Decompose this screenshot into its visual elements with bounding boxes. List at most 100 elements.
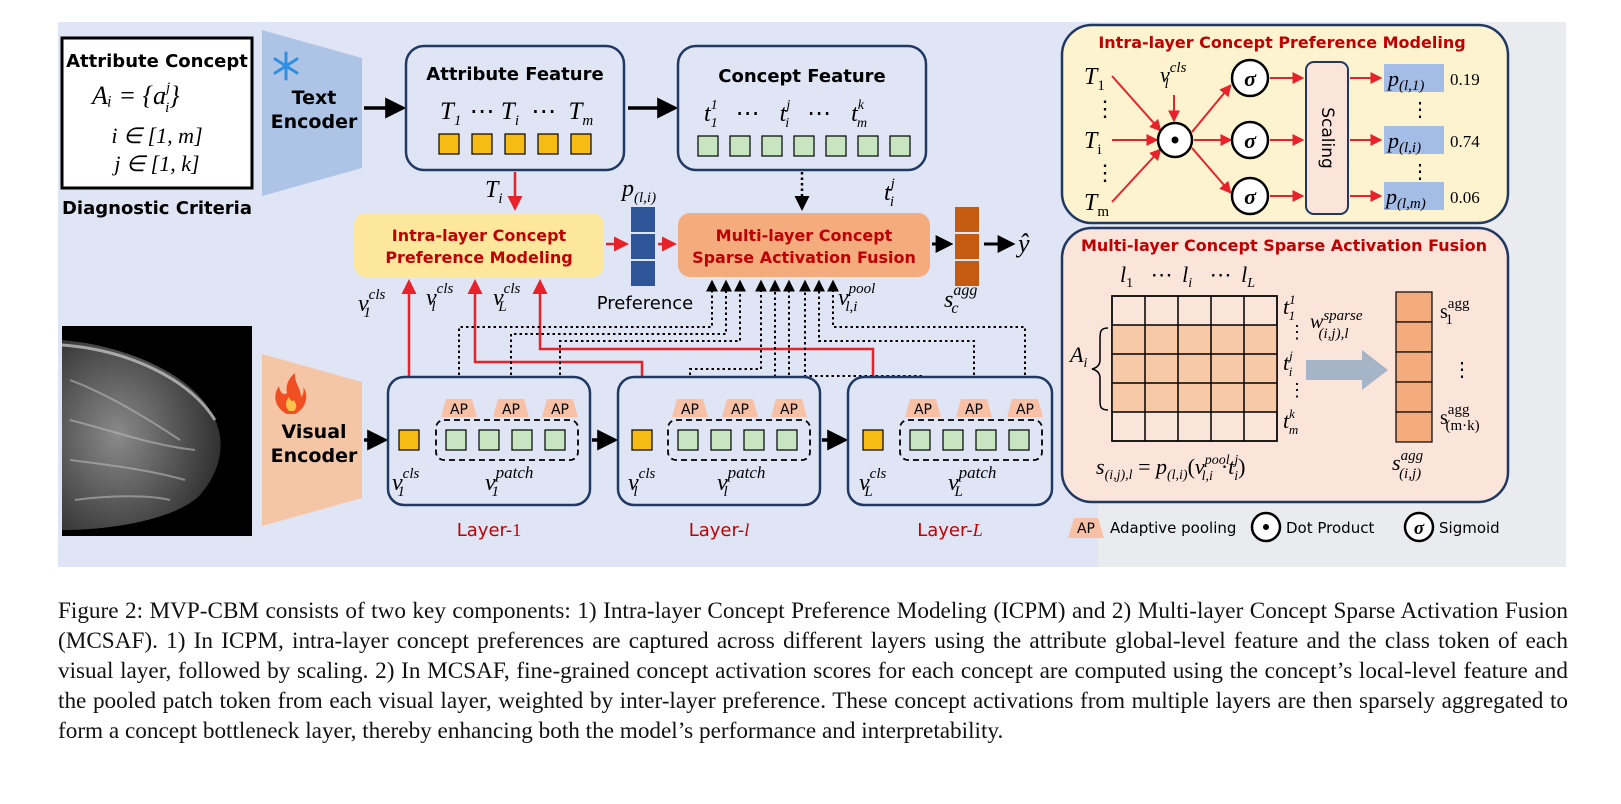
concept-tk-sup: k	[858, 98, 865, 113]
mammogram-image	[61, 326, 252, 536]
icpm-line2: Preference Modeling	[385, 248, 572, 267]
legend-sigmoid-icon: σ	[1403, 511, 1435, 543]
sparse-arrow	[1306, 350, 1388, 390]
legend-ap-icon: AP	[1077, 521, 1095, 537]
attr-token-squares	[438, 133, 592, 155]
attr-T1: T	[440, 98, 456, 125]
concept-dots-2: ⋯	[807, 101, 831, 127]
ap-label: AP	[1016, 402, 1034, 418]
icpm-vdots-right-2: ⋮	[1410, 161, 1430, 183]
svg-text:t11 ⋯ tji ⋯: t11 ⋯ tji ⋯ tkm	[704, 98, 867, 133]
formula-rhs: }	[169, 81, 180, 110]
legend-ap-label: Adaptive pooling	[1110, 519, 1236, 537]
icpm-vdots-right-1: ⋮	[1410, 99, 1430, 121]
concept-tj-sup: j	[784, 98, 790, 113]
legend: AP Adaptive pooling Dot Product σ Sigmoi…	[1068, 511, 1500, 543]
attr-Tm: T	[568, 98, 584, 125]
concept-tj: t	[780, 101, 788, 127]
mcsaf-sij-agg: sagg(i,j)	[1392, 448, 1424, 482]
ap-label: AP	[681, 402, 699, 418]
layer-l-label: Layer-l	[689, 520, 750, 541]
mcsaf-Ai: Ai	[1068, 342, 1087, 371]
label-Ti: Ti	[485, 177, 503, 207]
text-encoder-line1: Text	[292, 87, 337, 109]
concept-dots-1: ⋯	[736, 101, 760, 127]
legend-sigma-label: Sigmoid	[1439, 519, 1500, 537]
concept-t1: t	[704, 101, 712, 127]
mcsaf-col-headers: l1 ⋯ li ⋯ lL	[1120, 262, 1255, 292]
icpm-detail-panel: Intra-layer Concept Preference Modeling …	[1060, 23, 1510, 225]
layer-1-label: Layer-1	[457, 520, 522, 541]
sigma-3: σ	[1244, 184, 1257, 209]
pref-value-m: 0.06	[1450, 188, 1480, 207]
formula-a-sup: j	[164, 80, 170, 96]
Ai-brace	[1091, 327, 1109, 411]
range-i: i ∈ [1, m]	[111, 123, 202, 148]
concept-t1-sup: 1	[711, 98, 717, 113]
visual-encoder-line2: Encoder	[271, 445, 358, 467]
concept-tj-sub: i	[785, 116, 789, 131]
ap-label: AP	[780, 402, 798, 418]
concept-feature-title: Concept Feature	[718, 66, 885, 87]
attr-Ti: T	[501, 98, 517, 125]
attribute-feature-title: Attribute Feature	[426, 64, 603, 85]
text-encoder-line2: Encoder	[271, 111, 358, 133]
score-vector	[953, 205, 981, 288]
icpm-Tm: Tm	[1084, 190, 1109, 220]
mcsaf-w-sparse: wsparse(i,j),l	[1310, 308, 1363, 342]
mcsaf-sk-agg: sagg(m·k)	[1440, 402, 1480, 434]
diagnostic-criteria-label: Diagnostic Criteria	[62, 198, 252, 219]
pref-value-1: 0.19	[1450, 70, 1480, 89]
label-p-li: p(l,i)	[620, 176, 656, 206]
attribute-concept-title: Attribute Concept	[66, 51, 248, 72]
mcsaf-detail-title: Multi-layer Concept Sparse Activation Fu…	[1081, 236, 1487, 255]
legend-dot-product-icon	[1250, 511, 1282, 543]
layer-L-label: Layer-L	[917, 520, 983, 541]
attr-Ti-sub: i	[515, 113, 519, 129]
sigmoid-nodes: σ σ σ	[1230, 58, 1270, 216]
concept-token-squares	[697, 135, 911, 157]
concept-tk-sub: m	[857, 116, 867, 131]
mcsaf-line2: Sparse Activation Fusion	[692, 248, 916, 267]
attr-dots-1: ⋯	[470, 98, 495, 125]
ap-label: AP	[731, 402, 749, 418]
legend-sigma: σ	[1414, 518, 1425, 539]
range-j: j ∈ [1, k]	[111, 151, 199, 176]
svg-text:Aᵢ = {aji}: Aᵢ = {aji}	[90, 80, 180, 116]
pref-value-i: 0.74	[1450, 132, 1480, 151]
mcsaf-row-vdots-2: ⋮	[1288, 380, 1306, 400]
scaling-box	[1305, 61, 1349, 215]
sigma-1: σ	[1244, 66, 1257, 91]
formula-a: a	[153, 81, 166, 110]
dot-product-node	[1156, 121, 1194, 159]
attr-T1-sub: 1	[454, 113, 462, 129]
formula-a-sub: i	[165, 100, 169, 116]
ap-label: AP	[551, 402, 569, 418]
concept-tk: t	[851, 101, 859, 127]
icpm-Ti: Ti	[1084, 128, 1102, 158]
attribute-feature-box: Attribute Feature T1 ⋯ Ti ⋯ Tm	[404, 44, 626, 172]
sigma-2: σ	[1244, 128, 1257, 153]
snowflake-icon	[273, 51, 299, 81]
